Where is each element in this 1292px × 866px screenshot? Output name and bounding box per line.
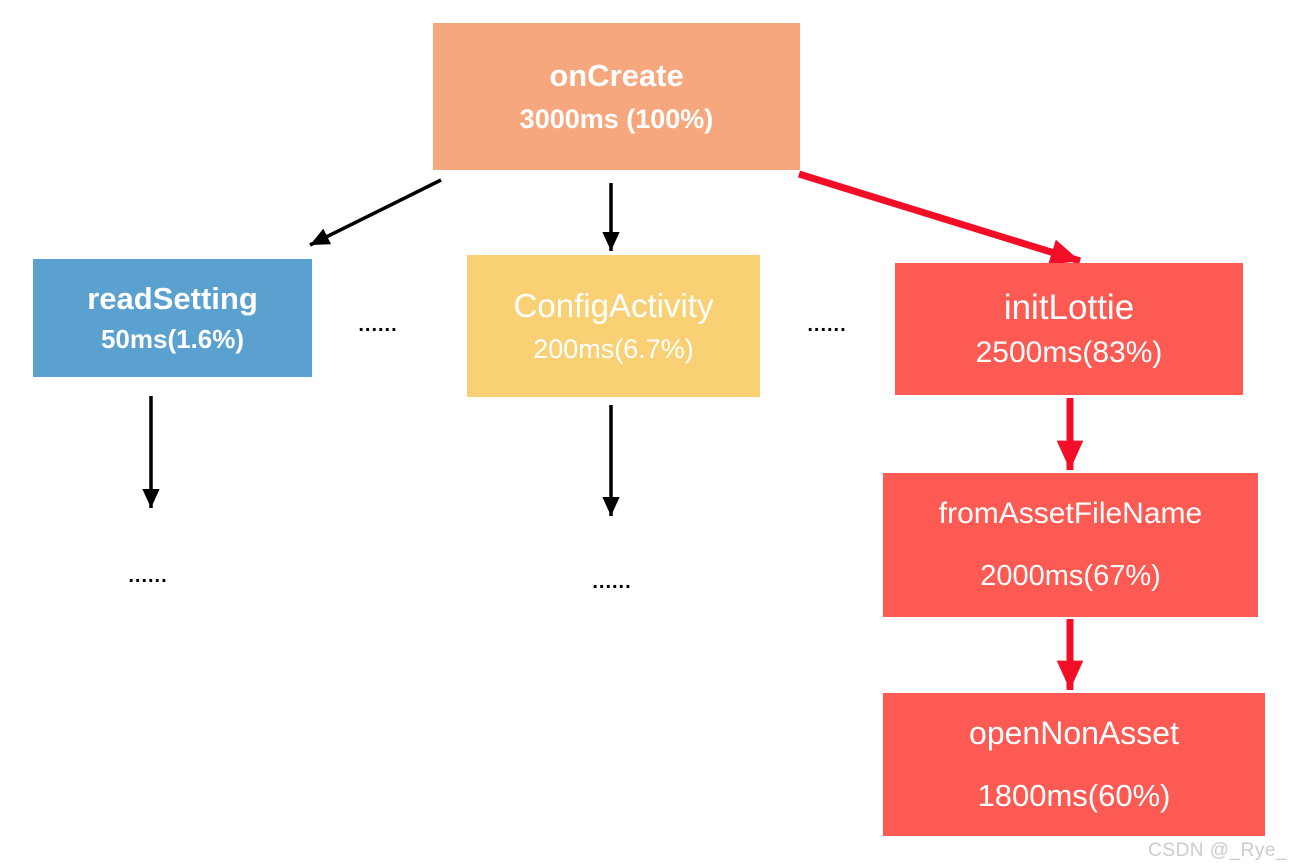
node-oncreate-label: onCreate	[549, 58, 684, 94]
ellipsis-between-readsetting-configactivity: ......	[358, 314, 398, 336]
node-readsetting-label: readSetting	[87, 281, 258, 317]
node-configactivity-label: ConfigActivity	[513, 286, 714, 324]
node-readsetting-metric: 50ms(1.6%)	[100, 323, 245, 354]
node-initlottie-label: initLottie	[1003, 287, 1135, 327]
node-opennonasset-metric: 1800ms(60%)	[977, 778, 1171, 814]
node-opennonasset-label: openNonAsset	[969, 715, 1179, 752]
watermark: CSDN @_Rye_	[1148, 840, 1287, 861]
node-oncreate: onCreate 3000ms (100%)	[433, 23, 800, 170]
edge-oncreate-to-initlottie	[797, 170, 1082, 266]
node-fromassetfilename-metric: 2000ms(67%)	[980, 559, 1161, 592]
edge-oncreate-to-readsetting	[309, 178, 442, 247]
node-initlottie: initLottie 2500ms(83%)	[895, 263, 1243, 395]
ellipsis-between-configactivity-initlottie: ......	[807, 314, 847, 336]
node-configactivity: ConfigActivity 200ms(6.7%)	[467, 255, 760, 397]
node-oncreate-metric: 3000ms (100%)	[519, 103, 714, 134]
node-fromassetfilename: fromAssetFileName 2000ms(67%)	[883, 473, 1258, 617]
ellipsis-below-readsetting: ......	[128, 565, 168, 587]
ellipsis-below-configactivity: ......	[592, 571, 632, 593]
node-readsetting: readSetting 50ms(1.6%)	[33, 259, 312, 377]
node-configactivity-metric: 200ms(6.7%)	[533, 334, 694, 365]
node-initlottie-metric: 2500ms(83%)	[975, 335, 1163, 369]
node-opennonasset: openNonAsset 1800ms(60%)	[883, 693, 1265, 836]
node-fromassetfilename-label: fromAssetFileName	[938, 497, 1203, 531]
